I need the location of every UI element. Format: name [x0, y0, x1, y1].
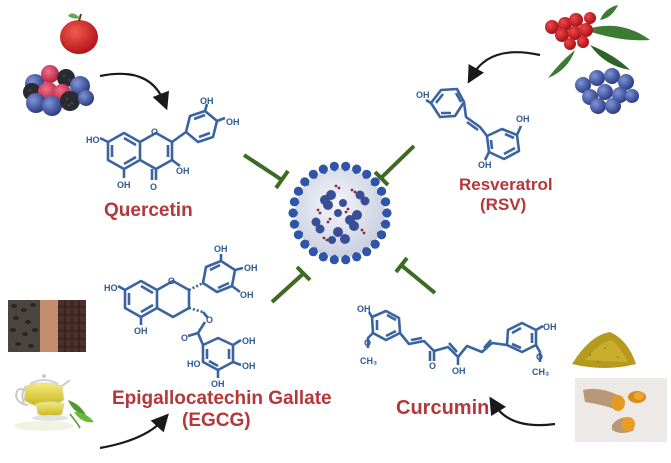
virus-spike	[377, 186, 387, 196]
atom-label: OH	[240, 290, 254, 300]
turmeric-powder-icon	[572, 332, 636, 368]
curcumin-atom-labels: OH O CH₃ O OH OH O CH₃	[357, 304, 557, 377]
virus-spike-stem	[353, 168, 358, 175]
atom-label: OH	[242, 336, 256, 346]
atom-label: OH	[516, 114, 530, 124]
inhibit-bar-quercetin	[242, 153, 290, 190]
virus-spike-stem	[304, 240, 310, 245]
atom-label: O	[364, 338, 371, 348]
atom-label: OH	[478, 160, 492, 170]
atom-label: CH₃	[532, 367, 549, 377]
atom-label: OH	[244, 263, 258, 273]
inhibit-bar-curcumin	[394, 256, 437, 295]
virus-spike	[289, 197, 299, 207]
compound-name-quercetin: Quercetin	[104, 200, 193, 221]
curcumin-structure	[366, 309, 544, 365]
inhibit-bar-resveratrol	[373, 144, 416, 187]
atom-label: OH	[200, 96, 214, 106]
atom-label: O	[536, 352, 543, 362]
virus-spike-stem	[333, 254, 336, 260]
atom-label: OH	[211, 379, 225, 389]
virus-spike	[381, 197, 391, 207]
compound-abbr-egcg: (EGCG)	[182, 410, 251, 431]
atom-label: HO	[104, 283, 118, 293]
virus-spike-stem	[322, 168, 327, 175]
quercetin-atom-labels: HO O OH O OH OH OH	[86, 96, 240, 192]
compound-name-egcg: Epigallocatechin Gallate	[112, 388, 332, 409]
inhibit-bar-egcg	[270, 265, 312, 304]
virus-particle-icon	[288, 161, 392, 265]
virus-spike-stem	[344, 166, 347, 172]
virus-spike-stem	[376, 190, 383, 195]
virus-spike-stem	[363, 173, 368, 179]
atom-label: OH	[134, 326, 148, 336]
source-arrow-resveratrol	[467, 51, 541, 84]
atom-label: O	[168, 276, 175, 286]
atom-label: O	[150, 182, 157, 192]
resveratrol-structure	[425, 87, 523, 161]
virus-spike-stem	[322, 251, 327, 258]
atom-label: OH	[242, 361, 256, 371]
source-arrow-egcg	[99, 413, 169, 450]
virus-spike-stem	[312, 173, 317, 179]
virus-spike-stem	[333, 166, 336, 172]
virus-spike-stem	[297, 231, 304, 236]
turmeric-root-icon	[575, 378, 667, 442]
green-tea-icon	[14, 374, 94, 431]
atom-label: OH	[117, 180, 131, 190]
virus-spike-stem	[312, 247, 317, 253]
red-berries-icon	[545, 5, 650, 78]
virus-spike-stem	[304, 181, 310, 186]
virus-spike	[341, 161, 351, 171]
virus-spike-stem	[353, 251, 358, 258]
mixed-berries-icon	[23, 65, 94, 116]
atom-label: OH	[416, 90, 430, 100]
virus-spike-stem	[380, 222, 386, 226]
virus-spike-stem	[294, 200, 300, 204]
atom-label: OH	[214, 244, 228, 254]
atom-label: OH	[176, 166, 190, 176]
compound-name-curcumin: Curcumin	[396, 397, 490, 419]
resveratrol-atom-labels: OH OH OH	[416, 90, 530, 170]
source-arrow-quercetin	[99, 72, 170, 111]
atom-label: CH₃	[360, 356, 377, 366]
virus-spike-stem	[370, 240, 376, 245]
source-arrow-curcumin	[489, 396, 556, 427]
virus-spike-stem	[294, 222, 300, 226]
atom-label: OH	[357, 304, 371, 314]
virus-spike-stem	[297, 190, 304, 195]
atom-label: HO	[187, 359, 201, 369]
compound-name-resveratrol: Resveratrol	[459, 175, 553, 194]
compound-abbr-resveratrol: (RSV)	[480, 195, 527, 214]
atom-label: OH	[226, 117, 240, 127]
cocoa-chocolate-icon	[8, 300, 86, 352]
blueberries-icon	[575, 68, 639, 114]
virus-spike	[293, 186, 303, 196]
atom-label: O	[151, 127, 158, 137]
atom-label: O	[429, 361, 436, 371]
virus-spike	[329, 161, 339, 171]
virus-spike-stem	[370, 181, 376, 186]
virus-spike-stem	[363, 247, 368, 253]
atom-label: HO	[86, 135, 100, 145]
atom-label: OH	[452, 366, 466, 376]
egcg-structure	[117, 254, 244, 378]
atom-label: OH	[543, 322, 557, 332]
atom-label: O	[206, 315, 213, 325]
egcg-atom-labels: HO O OH OH OH OH O O OH OH HO OH	[104, 244, 258, 389]
virus-spike-stem	[380, 200, 386, 204]
apple-icon	[60, 13, 98, 54]
atom-label: O	[181, 333, 188, 343]
quercetin-structure	[99, 103, 226, 180]
virus-spike-stem	[376, 231, 383, 236]
virus-spike-stem	[344, 254, 347, 260]
